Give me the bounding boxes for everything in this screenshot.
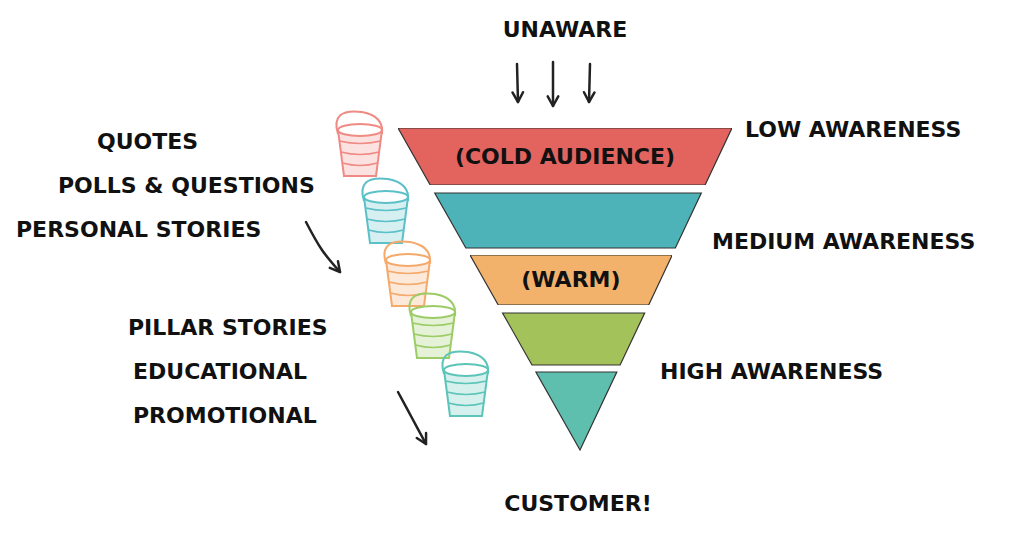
arrow [584, 64, 595, 102]
stage-label: UNAWARE [503, 18, 628, 42]
content-type: QUOTES [97, 130, 198, 154]
bucket [442, 351, 488, 416]
awareness-level: MEDIUM AWARENESS [712, 230, 975, 254]
content-type: PROMOTIONAL [133, 404, 317, 428]
funnel-band [503, 313, 645, 365]
content-type: EDUCATIONAL [133, 360, 307, 384]
bucket [384, 241, 430, 306]
bucket [336, 111, 382, 176]
arrow [306, 222, 340, 272]
awareness-level: LOW AWARENESS [745, 118, 961, 142]
band-label: (WARM) [521, 268, 620, 292]
funnel-band: (COLD AUDIENCE) [398, 128, 732, 185]
bucket [409, 293, 455, 358]
arrow [548, 62, 559, 106]
band-label: (COLD AUDIENCE) [455, 144, 675, 168]
funnel-band: (WARM) [470, 255, 672, 305]
arrow [512, 64, 523, 102]
arrow [398, 392, 426, 444]
content-type: POLLS & QUESTIONS [58, 174, 315, 198]
stage-label: CUSTOMER! [504, 492, 651, 516]
content-type: PERSONAL STORIES [16, 218, 261, 242]
funnel-band [536, 372, 617, 450]
bucket [362, 178, 408, 243]
content-type: PILLAR STORIES [128, 316, 328, 340]
awareness-level: HIGH AWARENESS [660, 360, 883, 384]
funnel-band [435, 193, 702, 248]
